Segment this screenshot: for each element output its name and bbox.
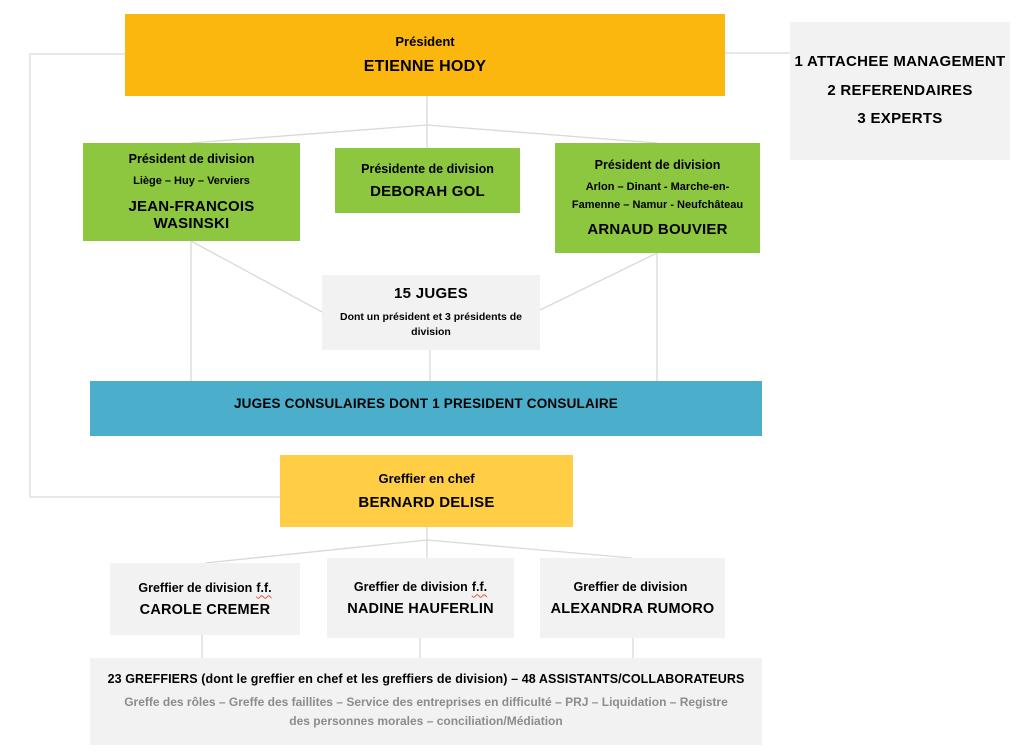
greffe-bar: 23 GREFFIERS (dont le greffier en chef e… [90,658,762,745]
greffier-chef-role: Greffier en chef [378,471,475,486]
division-box-liege: Président de division Liège – Huy – Verv… [83,143,300,241]
division-role: Président de division [128,152,255,167]
division-name: DEBORAH GOL [370,182,485,200]
president-name: ETIENNE HODY [363,58,487,75]
division-region: Arlon – Dinant - Marche-en-Famenne – Nam… [571,181,744,211]
greffe-line1: 23 GREFFIERS (dont le greffier en chef e… [107,672,745,687]
greffier-division-name: ALEXANDRA RUMORO [550,600,715,617]
division-box-arlon: Président de division Arlon – Dinant - M… [555,143,760,253]
division-box-gol: Présidente de division DEBORAH GOL [335,148,520,213]
juges-title: 15 JUGES [393,284,469,302]
greffier-division-role: Greffier de division [573,579,688,594]
juges-subtitle: Dont un président et 3 présidents de div… [339,310,523,338]
greffier-en-chef-box: Greffier en chef BERNARD DELISE [280,455,573,527]
division-role: Président de division [594,158,721,173]
staff-box: 1 ATTACHEE MANAGEMENT 2 REFERENDAIRES 3 … [790,22,1010,160]
president-role: Président [395,34,455,49]
greffier-chef-name: BERNARD DELISE [358,494,495,511]
greffier-division-box-rumoro: Greffier de division ALEXANDRA RUMORO [540,558,725,638]
staff-line: 1 ATTACHEE MANAGEMENT [794,53,1006,71]
president-box: Président ETIENNE HODY [125,14,725,96]
division-name: JEAN-FRANCOIS WASINSKI [128,197,255,232]
division-role: Présidente de division [361,161,494,176]
division-region: Liège – Huy – Verviers [133,175,250,188]
staff-line: 2 REFERENDAIRES [827,81,973,99]
greffier-division-name: NADINE HAUFERLIN [347,600,494,617]
ff-suffix: f.f. [256,580,272,595]
division-name: ARNAUD BOUVIER [587,220,728,238]
staff-line: 3 EXPERTS [857,110,943,128]
greffe-line2: Greffe des rôles – Greffe des faillites … [124,695,728,728]
greffier-division-name: CAROLE CREMER [139,601,271,618]
ff-suffix: f.f. [471,579,488,594]
juges-box: 15 JUGES Dont un président et 3 présiden… [322,275,540,350]
juges-consulaires-bar: JUGES CONSULAIRES DONT 1 PRESIDENT CONSU… [90,381,762,436]
juges-consulaires-label: JUGES CONSULAIRES DONT 1 PRESIDENT CONSU… [233,396,619,411]
